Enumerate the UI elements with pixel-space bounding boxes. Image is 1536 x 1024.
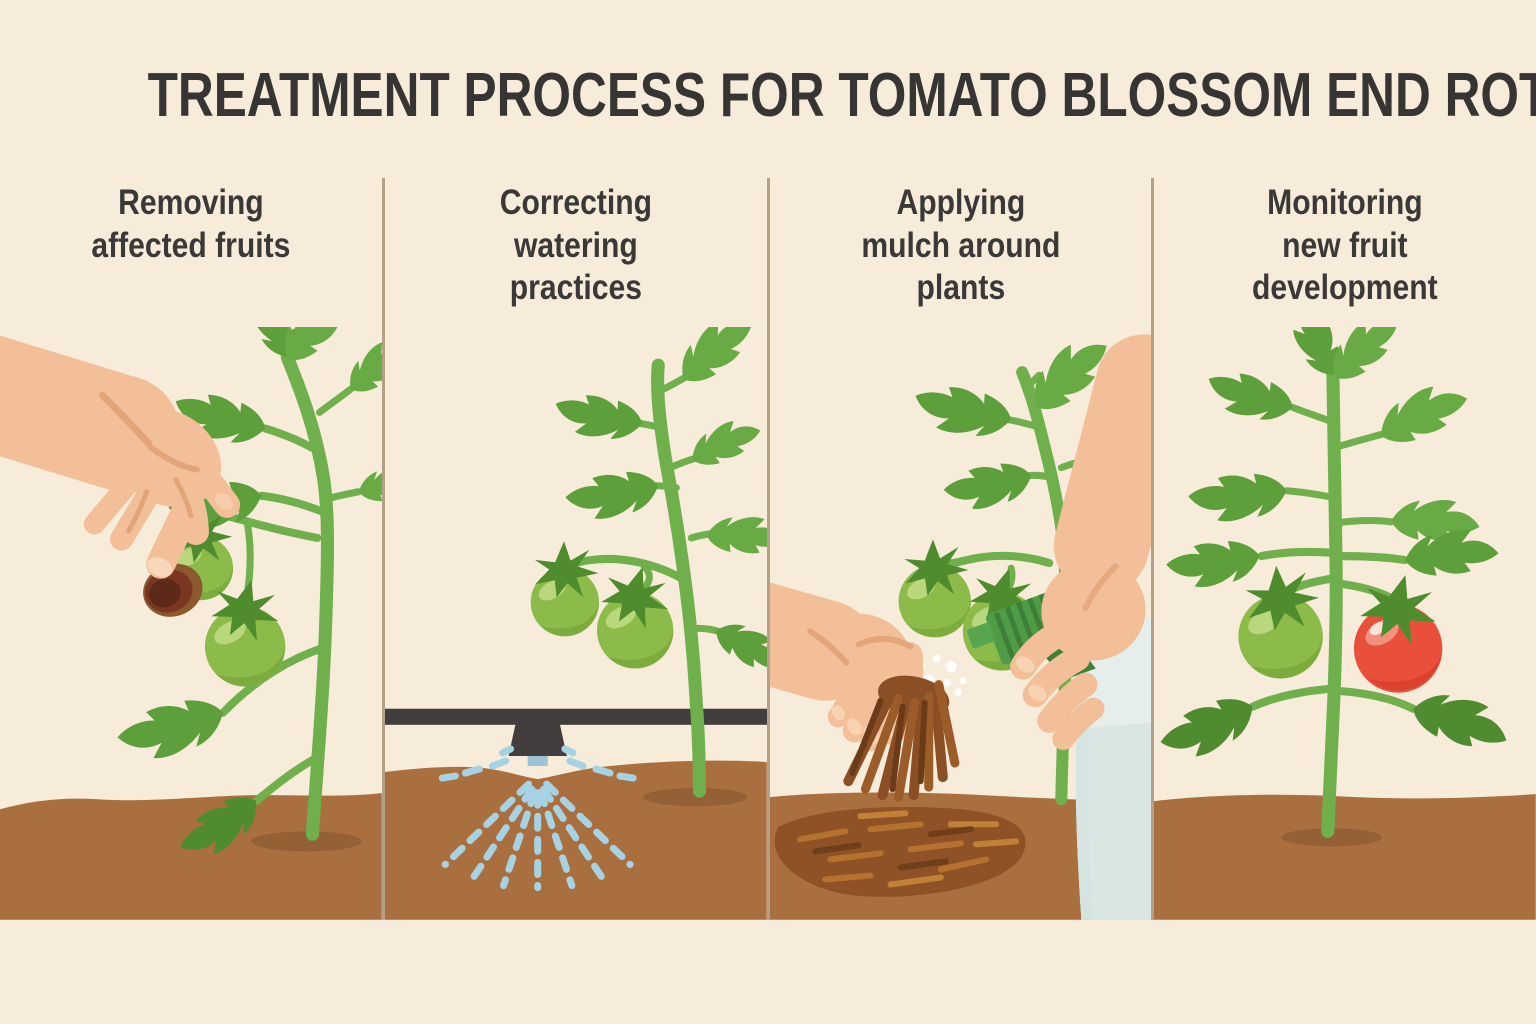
mulch-application-art [769, 327, 1152, 920]
step-4-illustration [1154, 327, 1536, 920]
step-1-illustration [0, 327, 382, 920]
step-2-illustration [384, 327, 767, 920]
tomato-plant [1154, 327, 1516, 839]
water-spray-icon [438, 745, 637, 892]
step-4-panel: Monitoring new fruit development [1154, 178, 1536, 920]
green-tomato [1238, 558, 1325, 679]
step-3-illustration [769, 327, 1152, 920]
tomato-plant [112, 327, 382, 868]
soil [0, 793, 382, 920]
steps-row: Removing affected fruits [0, 178, 1536, 920]
step-3-label: Applying mulch around plants [860, 183, 1060, 308]
step-3-panel: Applying mulch around plants [769, 178, 1152, 920]
step-1-label: Removing affected fruits [91, 183, 291, 265]
step-2-label: Correcting watering practices [499, 183, 652, 308]
hand-picking-rotted-tomato-art [0, 327, 382, 920]
panel-divider [381, 178, 385, 920]
spray-bottle-icon [966, 334, 1152, 920]
tomato-plant [530, 327, 767, 798]
page-title: TREATMENT PROCESS FOR TOMATO BLOSSOM END… [147, 61, 1536, 130]
hand-icon [0, 335, 241, 579]
panel-divider [766, 178, 770, 920]
panel-divider [1151, 178, 1155, 920]
soil [1154, 794, 1536, 920]
spraying-hand-icon [1009, 334, 1152, 751]
drip-pipe-icon [384, 709, 767, 767]
mulch-patch [774, 807, 1026, 898]
step-2-panel: Correcting watering practices [384, 178, 767, 920]
monitoring-plant-art [1154, 327, 1536, 920]
step-4-label: Monitoring new fruit development [1252, 183, 1438, 308]
falling-mulch [842, 675, 959, 802]
ripe-red-tomato [1354, 569, 1443, 693]
step-1-panel: Removing affected fruits [0, 178, 382, 920]
drip-irrigation-art [384, 327, 767, 920]
